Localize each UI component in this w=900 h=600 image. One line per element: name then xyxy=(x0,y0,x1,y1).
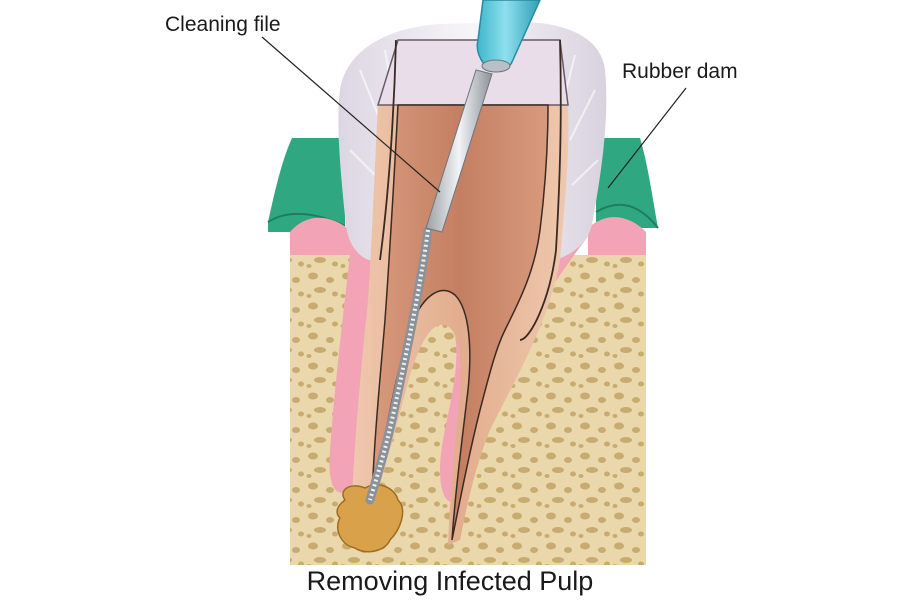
cleaning-file-leader xyxy=(261,36,441,193)
cleaning-file-label: Cleaning file xyxy=(165,13,281,36)
rubber-dam-sheet xyxy=(268,138,345,232)
gum-tissue xyxy=(290,217,352,262)
cleaning-file-instrument xyxy=(365,0,541,505)
pulp-chamber xyxy=(371,104,549,541)
rubber-dam-sheet-right xyxy=(596,138,658,228)
rubber-dam-label: Rubber dam xyxy=(622,60,738,83)
gum-tissue-right xyxy=(588,217,646,262)
diagram-caption: Removing Infected Pulp xyxy=(306,566,594,596)
rubber-dam-leader xyxy=(607,87,687,189)
infection-abscess xyxy=(336,484,404,553)
